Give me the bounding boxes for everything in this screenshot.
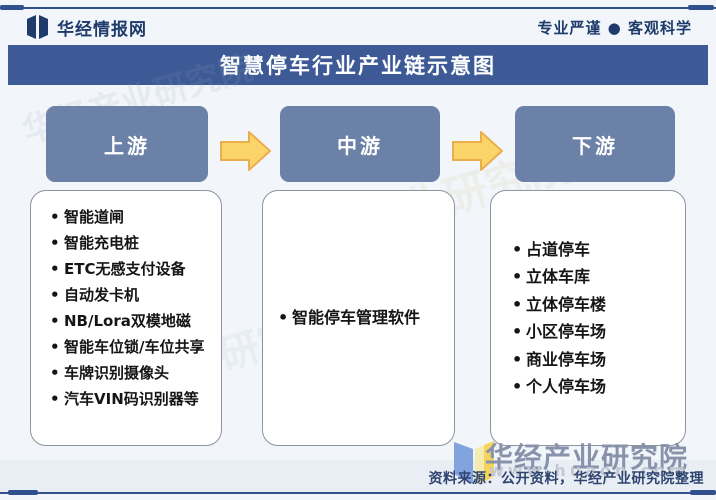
top-rule [0, 7, 716, 9]
list-item: 小区停车场 [512, 318, 606, 346]
list-item: 立体车库 [512, 263, 606, 291]
brand-name: 华经情报网 [57, 19, 147, 40]
top-left-dash [0, 5, 24, 10]
bottom-left-dash [8, 490, 38, 495]
midstream-panel: 智能停车管理软件 [262, 190, 455, 446]
list-item: 商业停车场 [512, 346, 606, 374]
list-item: 个人停车场 [512, 373, 606, 401]
site-header: 华经情报网 专业严谨 ● 客观科学 [26, 13, 692, 41]
stage-upstream-label: 上游 [104, 133, 150, 158]
list-item: ETC无感支付设备 [50, 256, 215, 282]
data-source-note: 资料来源：公开资料，华经产业研究院整理 [428, 471, 704, 487]
stage-downstream: 下游 [515, 106, 675, 182]
stage-midstream: 中游 [280, 106, 440, 182]
downstream-item-list: 占道停车立体车库立体停车楼小区停车场商业停车场个人停车场 [491, 236, 606, 401]
list-item: 车牌识别摄像头 [50, 360, 215, 386]
flow-arrow-icon [452, 129, 504, 177]
bottom-rule [0, 492, 716, 494]
huaon-logo-icon [448, 434, 498, 488]
title-bar: 智慧停车行业产业链示意图 [8, 45, 708, 85]
midstream-item-list: 智能停车管理软件 [263, 305, 420, 331]
list-item: 立体停车楼 [512, 291, 606, 319]
footer-band [0, 460, 716, 492]
stage-downstream-label: 下游 [572, 133, 618, 158]
upstream-panel: 智能道闸智能充电桩ETC无感支付设备自动发卡机NB/Lora双模地磁智能车位锁/… [30, 190, 222, 446]
list-item: 自动发卡机 [50, 282, 215, 308]
brand: 华经情报网 [26, 15, 147, 40]
stage-upstream: 上游 [46, 106, 208, 182]
page-title: 智慧停车行业产业链示意图 [220, 54, 496, 78]
top-right-dash [688, 5, 714, 10]
list-item: 占道停车 [512, 236, 606, 264]
stage-midstream-label: 中游 [337, 133, 383, 158]
list-item: NB/Lora双模地磁 [50, 308, 215, 334]
website-watermark: www.huaon.com [489, 461, 690, 480]
downstream-panel: 占道停车立体车库立体停车楼小区停车场商业停车场个人停车场 [490, 190, 686, 446]
list-item: 汽车VIN码识别器等 [50, 386, 215, 412]
flow-arrow-icon [220, 129, 272, 177]
upstream-item-list: 智能道闸智能充电桩ETC无感支付设备自动发卡机NB/Lora双模地磁智能车位锁/… [31, 191, 221, 412]
brand-book-icon [26, 15, 49, 39]
header-tagline: 专业严谨 ● 客观科学 [537, 18, 692, 37]
list-item: 智能道闸 [50, 204, 215, 230]
bottom-right-dash [690, 490, 716, 495]
list-item: 智能充电桩 [50, 230, 215, 256]
list-item: 智能车位锁/车位共享 [50, 334, 215, 360]
list-item: 智能停车管理软件 [278, 305, 420, 331]
research-institute-watermark: 华经产业研究院 [485, 441, 689, 474]
